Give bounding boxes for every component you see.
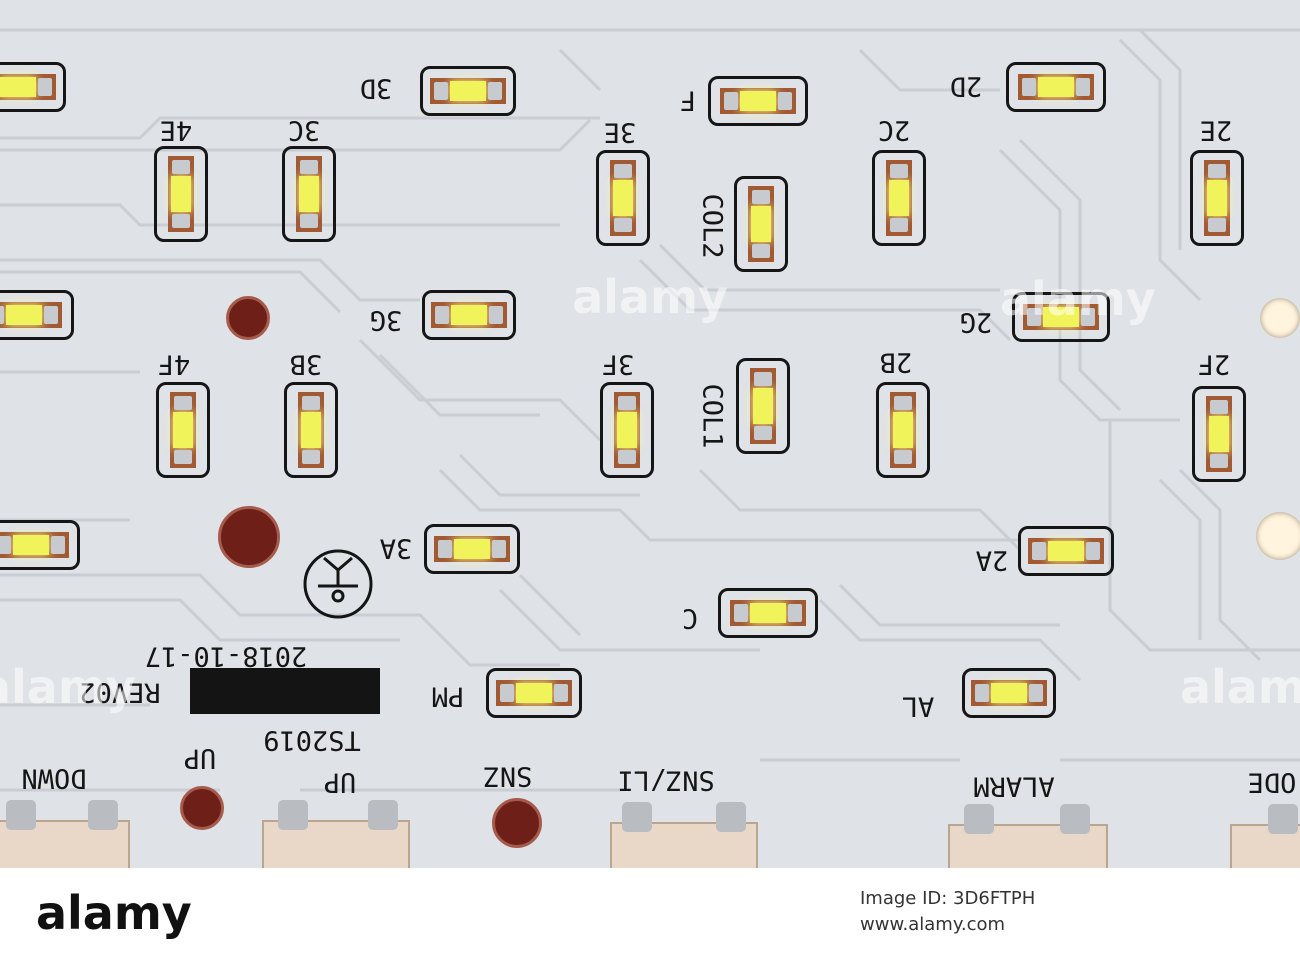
led-3g (422, 290, 516, 340)
watermark: alamy (1180, 660, 1300, 714)
via-hole (180, 786, 224, 830)
led-2g (1012, 292, 1110, 342)
silk-label: 2B (879, 346, 913, 378)
silk-label: 3G (369, 304, 403, 336)
silk-label: 3B (289, 348, 323, 380)
silk-button-label: ODE (1247, 766, 1297, 798)
silk-label: AL (901, 690, 935, 722)
via-hole (492, 798, 542, 848)
led-2f (1192, 386, 1246, 482)
led-top-left (0, 62, 66, 112)
silk-label: 2C (877, 114, 911, 146)
led-c (718, 588, 818, 638)
silk-label: F (679, 84, 697, 116)
led-2b (876, 382, 930, 478)
silk-label: 4E (159, 114, 193, 146)
via-hole (226, 296, 270, 340)
pcb-traces (0, 28, 1300, 792)
silk-label: 2F (1197, 348, 1231, 380)
led-pm (486, 668, 582, 718)
led-3c (282, 146, 336, 242)
silk-label: 2E (1199, 114, 1233, 146)
silk-label: PM (431, 680, 465, 712)
silk-label: 2G (959, 306, 993, 338)
led-3e (596, 150, 650, 246)
led-al (962, 668, 1056, 718)
led-3b (284, 382, 338, 478)
mounting-hole (1260, 298, 1300, 338)
silk-label: 3D (359, 72, 393, 104)
led-col2 (734, 176, 788, 272)
silk-button-label: DOWN (21, 762, 87, 794)
watermark: alamy (0, 660, 136, 714)
silk-label: COL1 (696, 383, 728, 449)
footer-bar: alamy (0, 868, 1300, 956)
silk-label: 3F (601, 348, 635, 380)
silk-label: COL2 (696, 193, 728, 259)
alamy-logo: alamy (36, 886, 192, 940)
silk-label: 3C (287, 114, 321, 146)
silk-label: 4F (157, 348, 191, 380)
led-2a (1018, 526, 1114, 576)
silk-button-label: SNZ (483, 760, 533, 792)
led-f (708, 76, 808, 126)
silk-part-number: TS2019 (263, 724, 361, 756)
led-3a (424, 524, 520, 574)
led-3d (420, 66, 516, 116)
silk-button-label: UP (183, 742, 217, 774)
silk-label: 2A (975, 544, 1009, 576)
image-id: Image ID: 3D6FTPH (860, 888, 1036, 909)
via-hole (218, 506, 280, 568)
silk-button-label: SNZ/LI (617, 764, 715, 796)
silk-button-label: UP (323, 766, 357, 798)
pcb-board: 3D F 2D 4E 3C 3E 2C 2E COL2 3G 2G 4F 3B … (0, 0, 1300, 868)
led-2e (1190, 150, 1244, 246)
site-url: www.alamy.com (860, 914, 1006, 935)
silk-label: 2D (949, 70, 983, 102)
silk-button-label: ALARM (973, 770, 1055, 802)
led-col1 (736, 358, 790, 454)
led-3f (600, 382, 654, 478)
led-mid-left (0, 290, 74, 340)
tactile-switch (948, 804, 1108, 868)
tactile-switch (1230, 804, 1300, 868)
watermark: alamy (1000, 272, 1156, 326)
led-low-left (0, 520, 80, 570)
tactile-switch (610, 802, 758, 868)
mounting-hole (1256, 512, 1300, 560)
led-2d (1006, 62, 1106, 112)
silk-label: C (681, 602, 699, 634)
led-4e (154, 146, 208, 242)
safety-symbol-icon (303, 549, 373, 619)
silk-label: 3E (603, 116, 637, 148)
silk-label: 3A (379, 532, 413, 564)
led-4f (156, 382, 210, 478)
redacted-label (190, 668, 380, 714)
tactile-switch (262, 800, 410, 868)
led-2c (872, 150, 926, 246)
tactile-switch (0, 800, 130, 868)
silk-date: 2018-10-17 (144, 640, 308, 672)
